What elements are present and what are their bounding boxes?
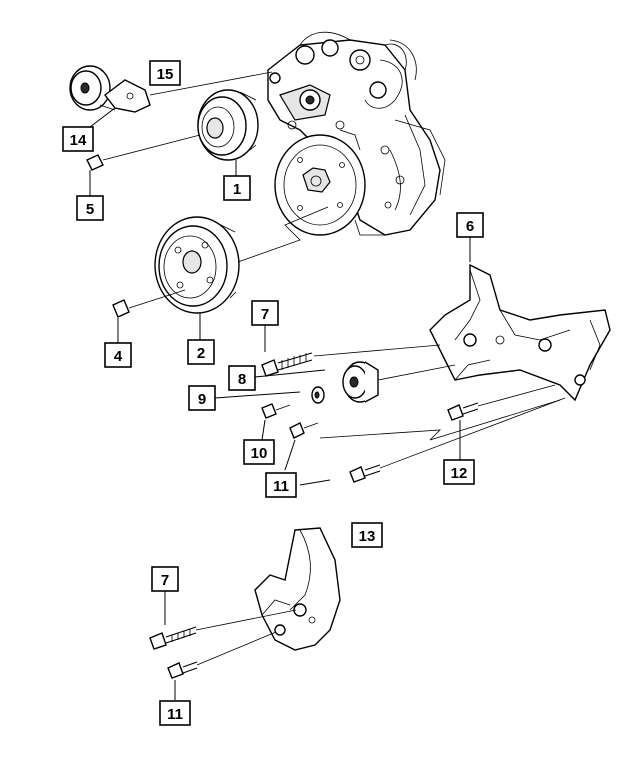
engine-block [267, 31, 446, 236]
callout-7-upper: 7 [251, 300, 279, 326]
bolt-part-11-upper [289, 422, 319, 439]
callout-11-upper: 11 [265, 472, 297, 498]
bracket-part-6 [429, 263, 611, 402]
callout-2: 2 [187, 339, 215, 365]
callout-10-label: 10 [251, 445, 268, 462]
callout-6-label: 6 [466, 218, 474, 235]
bolt-part-11-lower [167, 631, 277, 679]
callout-12-label: 12 [451, 465, 468, 482]
bolt-part-12 [447, 384, 556, 421]
callout-8: 8 [228, 365, 256, 391]
callout-13: 13 [351, 522, 383, 548]
callout-4: 4 [104, 342, 132, 368]
tensioner-assembly [69, 65, 151, 113]
callout-9: 9 [188, 385, 216, 411]
callout-1: 1 [223, 175, 251, 201]
stud-lower [349, 397, 566, 483]
bolt-part-4 [112, 289, 186, 318]
idler-pulley [342, 361, 456, 403]
callout-14-label: 14 [70, 132, 87, 149]
spacer-part [311, 386, 325, 404]
bolt-part-10 [261, 403, 291, 419]
callout-10: 10 [243, 439, 275, 465]
pulley-part-1 [197, 89, 259, 161]
callout-7-upper-label: 7 [261, 306, 269, 323]
crankshaft-hub [274, 134, 366, 236]
callout-13-label: 13 [359, 528, 376, 545]
alignment-leader-lower [319, 399, 561, 441]
bolt-part-5 [86, 134, 201, 171]
callout-15-label: 15 [157, 66, 174, 83]
callout-11-lower-label: 11 [167, 706, 183, 723]
callout-1-label: 1 [233, 181, 241, 198]
bracket-part-13 [254, 527, 341, 651]
callout-9-label: 9 [198, 391, 206, 408]
callout-6: 6 [456, 212, 484, 238]
callout-8-label: 8 [238, 371, 246, 388]
callout-14: 14 [62, 126, 94, 152]
callout-7-lower: 7 [151, 566, 179, 592]
callout-2-label: 2 [197, 345, 205, 362]
callout-12: 12 [443, 459, 475, 485]
callout-7-lower-label: 7 [161, 572, 169, 589]
bolt-part-7-upper [261, 344, 441, 377]
alignment-leaders [149, 71, 329, 263]
callout-5: 5 [76, 195, 104, 221]
pulley-part-2 [154, 216, 240, 314]
callout-15: 15 [149, 60, 181, 86]
callout-4-label: 4 [114, 348, 123, 365]
callout-leaders [89, 77, 471, 700]
callout-11-upper-label: 11 [273, 478, 289, 495]
callout-5-label: 5 [86, 201, 94, 218]
bolt-part-7-lower [149, 609, 297, 650]
callout-11-lower: 11 [159, 700, 191, 726]
